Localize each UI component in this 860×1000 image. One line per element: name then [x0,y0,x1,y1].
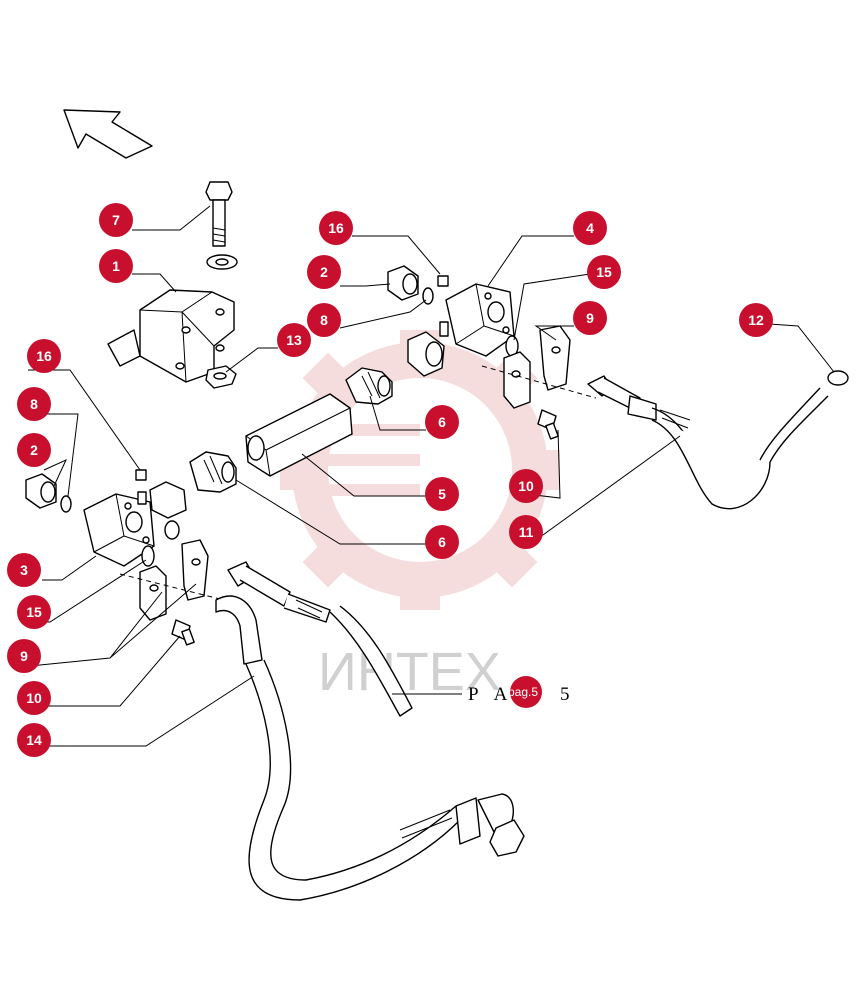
callout-11[interactable]: 11 [509,515,543,549]
svg-text:2: 2 [320,264,328,280]
grub-screw-lower-part [135,469,147,481]
callout-4[interactable]: 4 [573,211,607,245]
callout-1[interactable]: 1 [99,249,133,283]
callout-6-lower[interactable]: 6 [425,525,459,559]
svg-text:7: 7 [112,212,120,228]
screw-lower-part [171,619,195,646]
svg-text:10: 10 [26,690,42,706]
svg-text:9: 9 [20,648,28,664]
reference-badge-circle [510,676,542,708]
svg-text:6: 6 [438,414,446,430]
callout-16-upper[interactable]: 16 [319,211,353,245]
callout-15-upper[interactable]: 15 [587,255,621,289]
callout-7[interactable]: 7 [99,203,133,237]
callout-9-upper[interactable]: 9 [573,301,607,335]
svg-text:9: 9 [586,310,594,326]
svg-text:12: 12 [748,312,764,328]
svg-text:2: 2 [30,442,38,458]
callout-8-upper[interactable]: 8 [307,303,341,337]
grub-screw-upper-part [437,275,449,287]
svg-text:8: 8 [30,396,38,412]
callout-2-lower[interactable]: 2 [17,433,51,467]
svg-text:16: 16 [328,220,344,236]
washer-part [206,254,238,270]
adapter-lower-part [189,451,237,493]
reference-badge: pag.5 [508,685,538,699]
svg-text:15: 15 [26,604,42,620]
watermark-text: ИНТЕХ [318,642,501,702]
svg-text:6: 6 [438,534,446,550]
cap-nut-upper-part [387,265,419,301]
direction-arrow-icon [63,109,153,159]
callout-3[interactable]: 3 [7,553,41,587]
hex-coupling-part [245,393,353,477]
reference-prefix: P A [468,684,513,705]
reference-suffix: 5 [560,684,576,705]
o-ring-lower-right-part [141,545,155,567]
o-ring-lower-part [60,495,72,513]
half-clamp-upper-part [503,325,571,409]
cap-nut-lower-part [25,473,57,509]
svg-text:3: 3 [20,562,28,578]
svg-text:8: 8 [320,312,328,328]
callout-16-lower[interactable]: 16 [27,339,61,373]
adapter-upper-part [345,367,393,405]
svg-text:15: 15 [596,264,612,280]
flange-lower-part [83,481,187,567]
callout-5[interactable]: 5 [425,477,459,511]
svg-text:10: 10 [518,478,534,494]
svg-text:11: 11 [519,524,534,540]
flange-upper-part [439,283,515,357]
callout-2-upper[interactable]: 2 [307,255,341,289]
page-reference[interactable]: P A pag.5 5 [468,676,576,708]
svg-text:13: 13 [286,332,302,348]
svg-text:1: 1 [112,258,120,274]
svg-text:5: 5 [438,486,446,502]
callout-8-lower[interactable]: 8 [17,387,51,421]
hose-lower-part [215,561,525,901]
bracket-part [107,289,235,383]
callout-15-lower[interactable]: 15 [17,595,51,629]
callout-6-upper[interactable]: 6 [425,405,459,439]
callout-9-lower[interactable]: 9 [7,639,41,673]
callout-13[interactable]: 13 [277,323,311,357]
bolt-part [205,181,233,247]
svg-text:4: 4 [586,220,594,236]
screw-upper-part [537,409,559,440]
callout-14[interactable]: 14 [17,723,51,757]
hose-upper-part [587,370,849,510]
nut-part [205,365,237,389]
half-clamp-lower-part [139,539,209,621]
union-upper-part [407,331,445,377]
svg-text:14: 14 [26,732,42,748]
svg-text:16: 16 [36,348,52,364]
callout-12[interactable]: 12 [739,303,773,337]
callout-10-upper[interactable]: 10 [509,469,543,503]
callout-10-lower[interactable]: 10 [17,681,51,715]
